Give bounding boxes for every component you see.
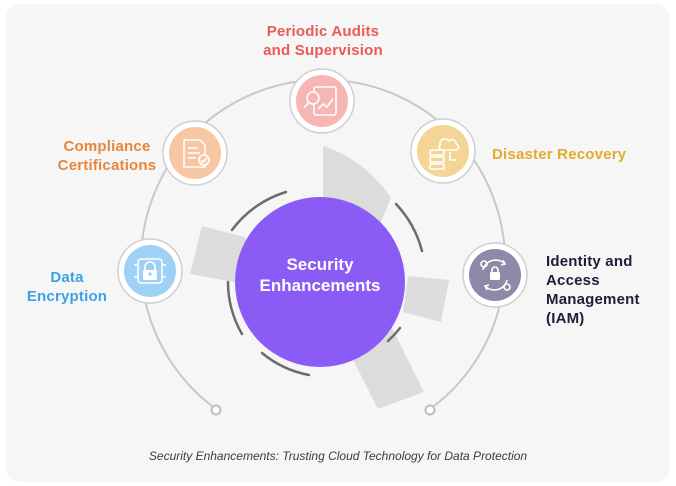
wedge-left xyxy=(190,226,248,283)
center-circle xyxy=(235,197,405,367)
certificate-document-icon xyxy=(183,139,210,168)
inner-arc-bottom xyxy=(260,351,311,377)
inner-arc-top-left xyxy=(230,190,288,232)
node-identity-access[interactable] xyxy=(462,242,528,308)
inner-arc-right xyxy=(394,202,424,253)
center-label: Security Enhancements xyxy=(259,255,381,295)
label-disaster-recovery: Disaster Recovery xyxy=(492,146,627,163)
inner-arc-left xyxy=(226,280,244,336)
node-compliance-certifications[interactable] xyxy=(162,120,228,186)
label-identity-access: Identity and Access Management (IAM) xyxy=(546,253,640,327)
cloud-database-icon xyxy=(429,138,460,170)
inner-arcs xyxy=(226,190,424,377)
label-compliance-certifications: Compliance Certifications xyxy=(57,138,157,174)
label-data-encryption: Data Encryption xyxy=(26,269,108,305)
outer-arc-end-right xyxy=(424,404,436,416)
caption: Security Enhancements: Trusting Cloud Te… xyxy=(148,449,528,463)
label-periodic-audits: Periodic Audits and Supervision xyxy=(263,23,383,59)
lock-shield-icon xyxy=(134,258,166,284)
node-periodic-audits[interactable] xyxy=(289,68,355,134)
wedge-right xyxy=(403,276,449,322)
outer-arc-end-left xyxy=(210,404,222,416)
node-disaster-recovery[interactable] xyxy=(410,118,476,184)
audit-report-icon xyxy=(303,86,337,116)
node-data-encryption[interactable] xyxy=(117,238,183,304)
inner-arc-bottom-right xyxy=(386,326,402,343)
access-cycle-icon xyxy=(480,259,511,291)
